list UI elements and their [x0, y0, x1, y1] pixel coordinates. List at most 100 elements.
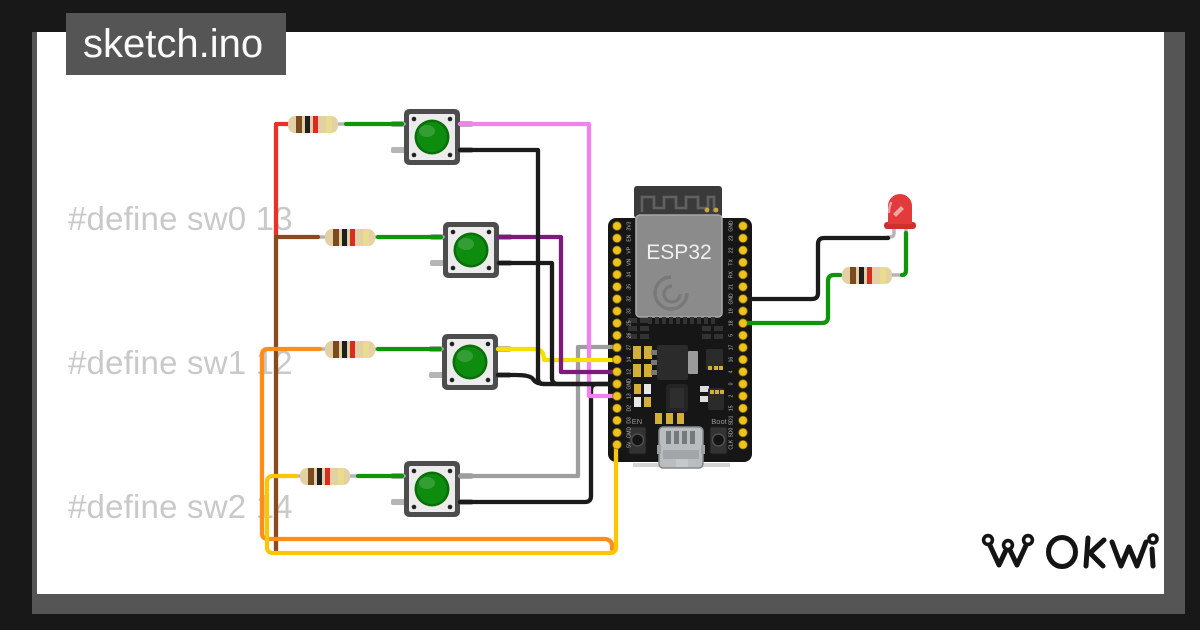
- esp32-pin[interactable]: [612, 318, 622, 328]
- esp32-pin-label: 13: [626, 393, 632, 399]
- esp32-pin[interactable]: [738, 294, 748, 304]
- pushbutton-sw1[interactable]: [430, 222, 512, 278]
- pushbutton-sw0[interactable]: [391, 109, 473, 165]
- wire-green-18-r5[interactable]: [740, 272, 843, 326]
- wire-orange[interactable]: [259, 346, 615, 552]
- esp32-pin[interactable]: [738, 379, 748, 389]
- esp32-board[interactable]: ESP32: [608, 186, 752, 469]
- esp32-pin-label: GND: [626, 378, 632, 390]
- esp32-pin[interactable]: [738, 427, 748, 438]
- resistor-r3[interactable]: [325, 341, 375, 358]
- resistor-r5[interactable]: [842, 267, 892, 284]
- wire-black-sw2-gnd[interactable]: [495, 372, 620, 387]
- esp32-pin-label: SD0: [728, 428, 734, 438]
- esp32-pin[interactable]: [738, 221, 748, 231]
- esp32-pin-label: 3V3: [626, 221, 632, 230]
- boot-button[interactable]: [709, 426, 728, 455]
- esp32-pin-label: CMD: [626, 427, 632, 439]
- esp32-pin[interactable]: [612, 269, 622, 280]
- esp32-pin[interactable]: [738, 391, 748, 401]
- esp32-pin-label: GND: [728, 220, 734, 232]
- esp32-pin-label: 25: [626, 320, 632, 326]
- esp32-pin[interactable]: [738, 403, 748, 414]
- button-cap[interactable]: [417, 474, 447, 504]
- esp32-pin[interactable]: [738, 415, 748, 426]
- resistor-r2[interactable]: [325, 229, 375, 246]
- esp32-pin[interactable]: [738, 354, 748, 365]
- wire-purple-sw1-12[interactable]: [496, 234, 620, 375]
- esp32-pin[interactable]: [612, 354, 622, 365]
- esp32-pin[interactable]: [612, 294, 622, 304]
- esp32-pin[interactable]: [612, 440, 622, 450]
- esp32-pin-label: 5V: [626, 441, 632, 448]
- button-cap[interactable]: [456, 235, 486, 265]
- esp32-pin[interactable]: [612, 391, 622, 401]
- esp32-pin-label: 32: [626, 296, 632, 302]
- esp32-pin-label: 15: [728, 405, 734, 411]
- esp32-pin-label: 27: [626, 345, 632, 351]
- esp32-pin-label: CLK: [728, 439, 734, 449]
- wokwi-logo: [981, 533, 1159, 569]
- wire-black-sw3-gnd[interactable]: [457, 381, 620, 505]
- esp32-pin[interactable]: [612, 379, 622, 389]
- wire-black-sw1-gnd[interactable]: [496, 260, 620, 387]
- esp32-pin[interactable]: [738, 367, 748, 377]
- led-red[interactable]: [884, 194, 916, 240]
- esp32-pin[interactable]: [612, 306, 622, 316]
- antenna-pad: [704, 207, 710, 213]
- esp32-pin[interactable]: [612, 257, 622, 268]
- esp32-pin-label: 0: [728, 382, 734, 385]
- wire-yellow-sw2-14[interactable]: [495, 346, 620, 363]
- antenna-trace: [640, 195, 716, 212]
- resistor-r1[interactable]: [288, 116, 338, 133]
- esp32-pin[interactable]: [612, 427, 622, 438]
- esp32-pin-label: SD1: [728, 415, 734, 425]
- pushbutton-sw2[interactable]: [429, 334, 511, 390]
- esp32-pin-label: 18: [728, 320, 734, 326]
- wire-green-r5-led[interactable]: [899, 230, 909, 278]
- wire-red[interactable]: [273, 121, 293, 240]
- esp32-pin[interactable]: [738, 330, 748, 341]
- esp32-pin[interactable]: [612, 330, 622, 341]
- esp32-pin[interactable]: [612, 415, 622, 426]
- esp32-shield-label: ESP32: [646, 241, 711, 264]
- esp32-left-pin-column: 3V3ENVPVN343532332526271412GND13D2D3CMD5…: [612, 221, 632, 450]
- esp32-pin[interactable]: [612, 233, 622, 243]
- led-cathode-leg: [886, 226, 896, 239]
- esp32-pin[interactable]: [612, 245, 622, 256]
- esp32-pin[interactable]: [612, 221, 622, 231]
- resistor-r4[interactable]: [300, 468, 350, 485]
- esp32-pin[interactable]: [738, 440, 748, 450]
- button-cap[interactable]: [455, 347, 485, 377]
- en-button[interactable]: [628, 426, 647, 455]
- pushbutton-sw3[interactable]: [391, 461, 473, 517]
- esp32-pin[interactable]: [738, 257, 748, 268]
- esp32-pin[interactable]: [738, 282, 748, 292]
- wire-gold-5v-loop[interactable]: [264, 443, 619, 556]
- wire-black-gnd-led[interactable]: [740, 235, 891, 302]
- wires: [259, 121, 909, 556]
- esp32-pin[interactable]: [612, 403, 622, 414]
- filename-chip: sketch.ino: [66, 13, 286, 75]
- esp32-pin[interactable]: [612, 282, 622, 292]
- esp32-pin[interactable]: [738, 306, 748, 316]
- esp32-pin[interactable]: [738, 245, 748, 256]
- esp32-pin[interactable]: [738, 269, 748, 280]
- esp32-pin-label: 14: [626, 357, 632, 363]
- esp32-pin-label: 17: [728, 345, 734, 351]
- esp32-pin[interactable]: [738, 342, 748, 353]
- esp32-pin[interactable]: [612, 342, 622, 353]
- wire-brown[interactable]: [273, 234, 321, 553]
- esp32-pin-label: 33: [626, 308, 632, 314]
- esp32-pin[interactable]: [738, 233, 748, 243]
- wire-pink-sw0-13[interactable]: [457, 121, 620, 399]
- button-cap[interactable]: [417, 122, 447, 152]
- esp32-pin-label: 23: [728, 235, 734, 241]
- esp32-pin[interactable]: [738, 318, 748, 328]
- esp32-pin-label: 2: [728, 394, 734, 397]
- filename-label: sketch.ino: [83, 21, 264, 66]
- esp32-pin-label: 4: [728, 370, 734, 373]
- esp32-pin[interactable]: [612, 367, 622, 377]
- esp32-pin-label: TX: [728, 259, 734, 266]
- wire-gray-sw3-27[interactable]: [457, 344, 620, 479]
